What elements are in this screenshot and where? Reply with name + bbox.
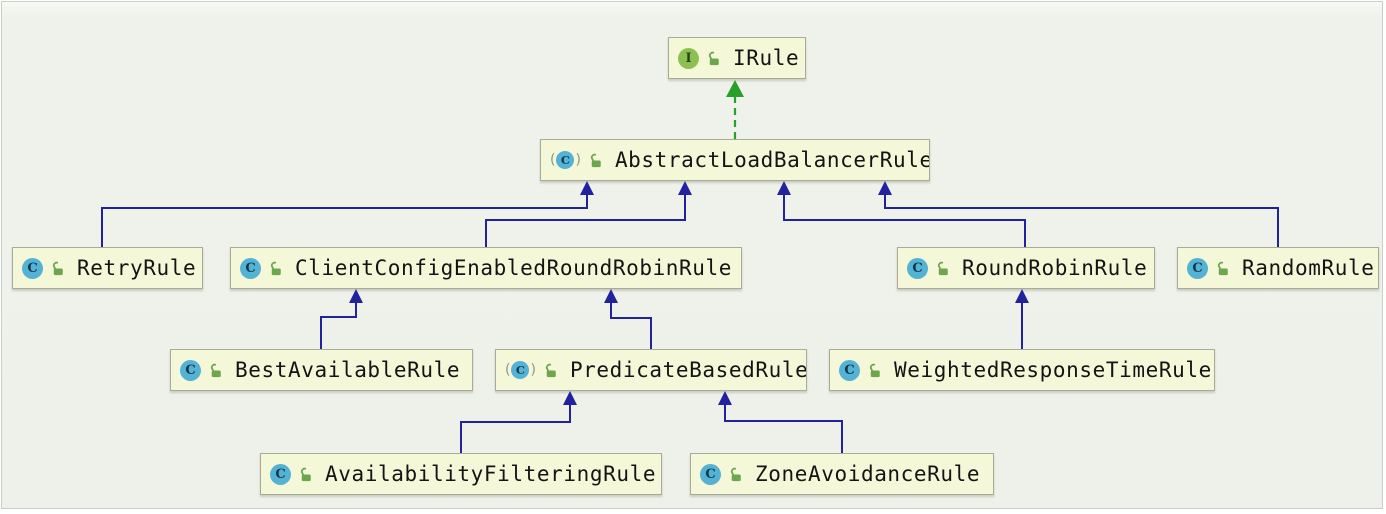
class-node-abstractloadbalancerrule[interactable]: C AbstractLoadBalancerRule bbox=[540, 139, 930, 181]
unlocked-padlock-icon bbox=[298, 467, 313, 482]
class-node-bestavailablerule[interactable]: C BestAvailableRule bbox=[170, 349, 473, 391]
edge-retryrule-extends-abstractloadbalancerrule bbox=[101, 181, 594, 247]
node-label: ClientConfigEnabledRoundRobinRule bbox=[295, 256, 733, 280]
node-label: IRule bbox=[733, 46, 800, 70]
node-label: WeightedResponseTimeRule bbox=[894, 358, 1212, 382]
class-node-irule[interactable]: I IRule bbox=[668, 37, 806, 79]
unlocked-padlock-icon bbox=[728, 467, 743, 482]
class-node-predicatebasedrule[interactable]: C PredicateBasedRule bbox=[495, 349, 807, 391]
edge-randomrule-extends-abstractloadbalancerrule bbox=[878, 181, 1279, 247]
class-icon: C bbox=[180, 359, 201, 381]
edge-availabilityfilteringrule-extends-predicatebasedrule bbox=[460, 391, 577, 453]
class-node-retryrule[interactable]: C RetryRule bbox=[12, 247, 203, 289]
unlocked-padlock-icon bbox=[935, 261, 950, 276]
class-node-randomrule[interactable]: C RandomRule bbox=[1177, 247, 1379, 289]
class-icon: C bbox=[700, 463, 721, 485]
class-icon: C bbox=[907, 257, 928, 279]
class-icon: C bbox=[240, 257, 261, 279]
class-node-roundrobinrule[interactable]: C RoundRobinRule bbox=[897, 247, 1155, 289]
abstract-class-icon: C bbox=[505, 361, 536, 379]
edge-abstractloadbalancerrule-implements-irule bbox=[726, 80, 744, 139]
edge-clientconfigenabledroundrobinrule-extends-abstractloadbalancerrule bbox=[485, 181, 692, 247]
edge-zoneavoidancerule-extends-predicatebasedrule bbox=[718, 391, 843, 453]
class-node-weightedresponsetimerule[interactable]: C WeightedResponseTimeRule bbox=[829, 349, 1215, 391]
node-label: AbstractLoadBalancerRule bbox=[614, 148, 930, 172]
node-label: PredicateBasedRule bbox=[569, 358, 807, 382]
class-icon: C bbox=[22, 257, 43, 279]
node-label: AvailabilityFilteringRule bbox=[325, 462, 657, 486]
unlocked-padlock-icon bbox=[543, 363, 558, 378]
class-node-zoneavoidancerule[interactable]: C ZoneAvoidanceRule bbox=[690, 453, 994, 495]
unlocked-padlock-icon bbox=[50, 261, 65, 276]
edge-weightedresponsetimerule-extends-roundrobinrule bbox=[1015, 289, 1029, 349]
unlocked-padlock-icon bbox=[706, 51, 721, 66]
edge-predicatebasedrule-extends-clientconfigenabledroundrobinrule bbox=[604, 289, 652, 349]
node-label: RoundRobinRule bbox=[962, 256, 1148, 280]
node-label: RetryRule bbox=[77, 256, 197, 280]
unlocked-padlock-icon bbox=[588, 153, 603, 168]
class-icon: C bbox=[270, 463, 291, 485]
unlocked-padlock-icon bbox=[1215, 261, 1230, 276]
unlocked-padlock-icon bbox=[268, 261, 283, 276]
abstract-class-icon: C bbox=[550, 151, 581, 169]
class-node-availabilityfilteringrule[interactable]: C AvailabilityFilteringRule bbox=[260, 453, 662, 495]
edge-bestavailablerule-extends-clientconfigenabledroundrobinrule bbox=[320, 289, 363, 349]
class-icon: C bbox=[839, 359, 860, 381]
node-label: ZoneAvoidanceRule bbox=[755, 462, 981, 486]
node-label: BestAvailableRule bbox=[235, 358, 461, 382]
edge-roundrobinrule-extends-abstractloadbalancerrule bbox=[777, 181, 1026, 247]
class-node-clientconfigenabledroundrobinrule[interactable]: C ClientConfigEnabledRoundRobinRule bbox=[230, 247, 742, 289]
class-icon: C bbox=[1187, 257, 1208, 279]
node-label: RandomRule bbox=[1242, 256, 1375, 280]
unlocked-padlock-icon bbox=[208, 363, 223, 378]
interface-icon: I bbox=[678, 47, 699, 69]
unlocked-padlock-icon bbox=[867, 363, 882, 378]
